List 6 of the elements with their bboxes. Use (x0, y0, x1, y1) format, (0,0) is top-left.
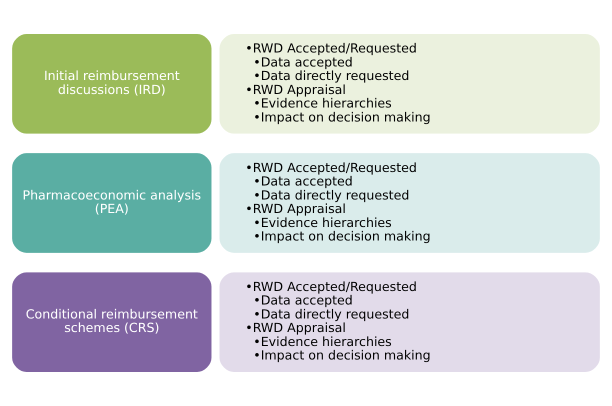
node-box: Pharmacoeconomic analysis (PEA) (12, 153, 212, 253)
node-box: Conditional reimbursement schemes (CRS) (12, 272, 212, 372)
node-box: •RWD Accepted/Requested •Data accepted •Data directly requested •RWD Appraisal •Evidence hierarchies •Impact on decision making (220, 272, 600, 372)
node-box: •RWD Accepted/Requested •Data accepted •Data directly requested •RWD Appraisal •Evidence hierarchies •Impact on decision making (220, 153, 600, 253)
node-box: •RWD Accepted/Requested •Data accepted •Data directly requested •RWD Appraisal •Evidence hierarchies •Impact on decision making (220, 34, 600, 134)
node-box: Initial reimbursement discussions (IRD) (12, 34, 212, 134)
